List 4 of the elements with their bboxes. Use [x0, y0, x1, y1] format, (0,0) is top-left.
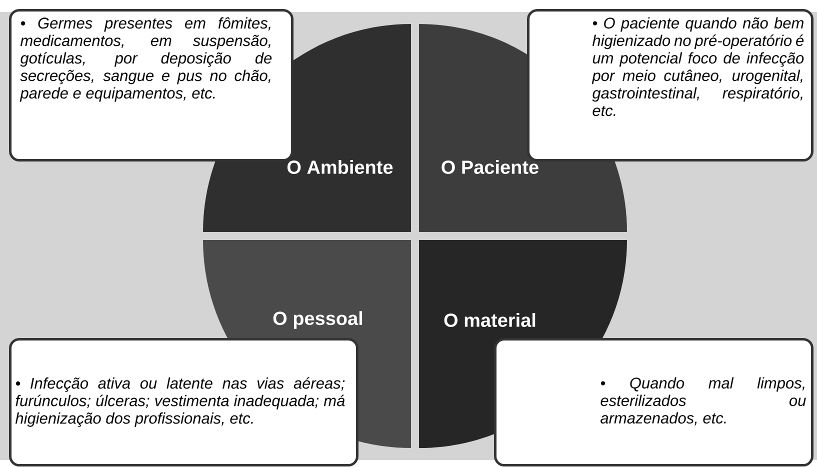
- text-box: • O paciente quando não bem higienizado no pré-operatório é um potencial foco de infecção por meio cutâneo, urogenital, gastrointestinal, respiratório, etc.: [527, 9, 814, 162]
- text-box: • Germes presentes em fômites, medicamentos, em suspensão, gotículas, por deposição de secreções, sangue e pus no chão, parede e equipamentos, etc.: [9, 9, 294, 162]
- text-box: • Infecção ativa ou latente nas vias aéreas; furúnculos; úlceras; vestimenta inadequada; má higienização dos profissionais, etc.: [9, 338, 358, 466]
- text-box: • Quando mal limpos, esterilizados ou armazenados, etc.: [494, 338, 814, 466]
